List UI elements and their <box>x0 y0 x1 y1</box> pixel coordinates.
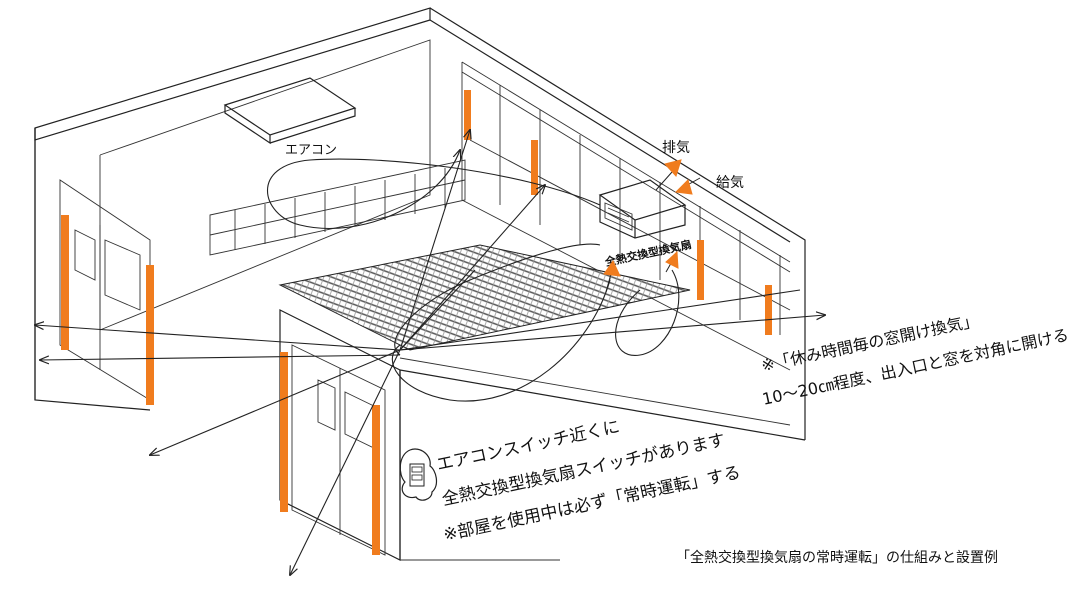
switch-panel-icon <box>399 448 438 501</box>
switch-note: エアコンスイッチ近くに 全熱交換型換気扇スイッチがあります ※部屋を使用中は必ず… <box>435 417 743 546</box>
aircon-label: エアコン <box>285 143 337 158</box>
door-accents <box>61 90 772 555</box>
exhaust-supply-arrows <box>603 159 701 293</box>
airflow-lines <box>35 130 825 575</box>
air-conditioner <box>223 77 357 145</box>
diagram-caption: 「全熱交換型換気扇の常時運転」の仕組みと設置例 <box>676 549 998 566</box>
exhaust-label: 排気 <box>662 140 690 156</box>
erv-fan-unit <box>598 179 687 239</box>
supply-label: 給気 <box>716 175 744 191</box>
erv-fan-label: 全熱交換型換気扇 <box>603 237 693 269</box>
window-note: ※「休み時間毎の窓開け換気」 10～20㎝程度、出入口と窓を対角に開ける <box>760 311 1070 409</box>
